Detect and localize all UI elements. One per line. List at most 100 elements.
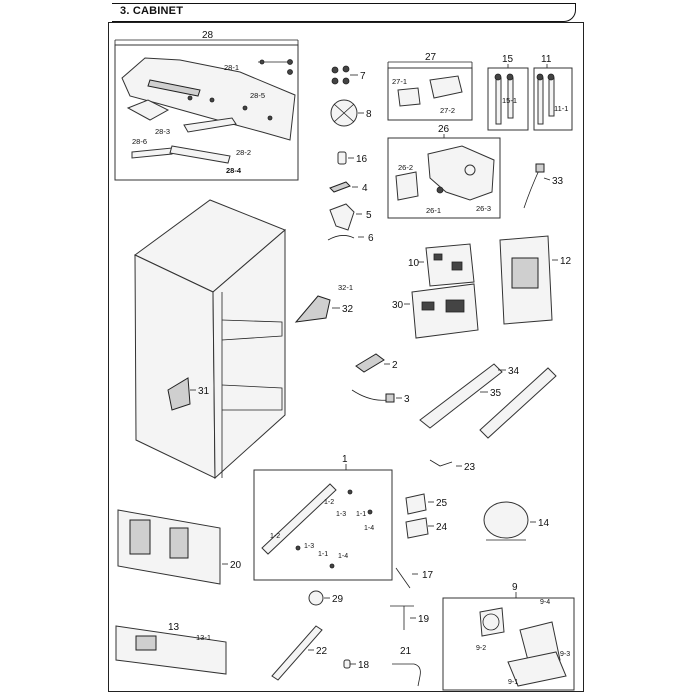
svg-text:31: 31 (198, 386, 210, 397)
svg-text:13: 13 (168, 622, 180, 633)
part-35-rail: 35 (479, 367, 557, 439)
svg-text:15-1: 15-1 (502, 96, 517, 105)
svg-text:19: 19 (418, 614, 430, 625)
svg-text:1-2: 1-2 (324, 499, 334, 506)
svg-text:5: 5 (366, 210, 372, 221)
svg-text:23: 23 (464, 462, 476, 473)
svg-text:30: 30 (392, 300, 404, 311)
part-23: 23 (429, 459, 476, 473)
part-group-15: 15 15-1 (487, 54, 529, 131)
part-6: 6 (327, 233, 374, 244)
svg-text:28-4: 28-4 (226, 166, 242, 175)
svg-text:1-4: 1-4 (364, 525, 374, 532)
part-21: 21 (392, 646, 421, 687)
svg-text:1: 1 (342, 454, 348, 465)
svg-text:27-1: 27-1 (392, 77, 407, 86)
part-34-rail: 34 (419, 363, 520, 429)
svg-text:12: 12 (560, 256, 572, 267)
part-17: 17 (395, 567, 434, 589)
svg-text:17: 17 (422, 570, 434, 581)
label-28: 28 (202, 30, 214, 41)
part-group-26: 26 26-2 26-1 26-3 (387, 124, 501, 219)
svg-text:4: 4 (362, 183, 368, 194)
svg-text:9-4: 9-4 (540, 599, 550, 606)
svg-text:26-2: 26-2 (398, 163, 413, 172)
svg-text:28-5: 28-5 (250, 91, 265, 100)
svg-text:26: 26 (438, 124, 450, 135)
svg-text:1-1: 1-1 (318, 551, 328, 558)
part-8-fan-cover: 8 (330, 99, 372, 127)
svg-text:6: 6 (368, 233, 374, 244)
part-24: 24 (405, 517, 448, 539)
svg-text:29: 29 (332, 594, 344, 605)
svg-text:26-1: 26-1 (426, 206, 441, 215)
refrigerator-cabinet (134, 199, 286, 480)
svg-text:11: 11 (541, 54, 552, 65)
part-18: 18 (343, 659, 370, 671)
svg-text:9: 9 (512, 582, 518, 593)
section-title: 3. CABINET (120, 5, 184, 17)
part-3: 3 (351, 389, 410, 405)
svg-text:34: 34 (508, 366, 520, 377)
svg-text:9-1: 9-1 (508, 679, 518, 686)
part-22: 22 (271, 625, 328, 681)
svg-text:24: 24 (436, 522, 448, 533)
part-group-9: 9 9-4 9-2 9-3 9-1 (442, 582, 575, 691)
svg-text:1-1: 1-1 (356, 511, 366, 518)
part-4: 4 (329, 181, 368, 194)
sub-labels-28: 28-1 28-5 28-3 28-2 28-6 28-4 (132, 63, 265, 175)
part-group-27: 27 27-1 27-2 (387, 52, 473, 121)
svg-text:11-1: 11-1 (554, 104, 568, 113)
section-header: 3. CABINET (112, 3, 576, 22)
part-group-1: 1 1-2 1-3 1-1 1-4 1-2 1-3 1-1 1-4 (253, 454, 393, 581)
svg-text:20: 20 (230, 560, 242, 571)
svg-text:16: 16 (356, 154, 368, 165)
part-7-screws: 7 (331, 65, 366, 85)
svg-text:1-3: 1-3 (336, 511, 346, 518)
svg-text:9-2: 9-2 (476, 645, 486, 652)
svg-text:28-3: 28-3 (155, 127, 170, 136)
svg-text:3: 3 (404, 394, 410, 405)
part-20-cover: 20 (117, 509, 242, 585)
part-25: 25 (405, 493, 448, 515)
part-5: 5 (329, 203, 372, 231)
diagram-frame (108, 22, 584, 692)
svg-text:35: 35 (490, 388, 502, 399)
part-32-hinge: 32-1 32 (294, 283, 354, 323)
part-2: 2 (355, 353, 398, 373)
svg-text:32: 32 (342, 304, 354, 315)
svg-text:32-1: 32-1 (338, 283, 353, 292)
svg-text:28-1: 28-1 (224, 63, 239, 72)
svg-text:22: 22 (316, 646, 328, 657)
svg-text:28-6: 28-6 (132, 137, 147, 146)
part-14-compressor: 14 (483, 501, 550, 541)
part-10-pcb: 10 (408, 243, 475, 287)
part-29: 29 (308, 590, 344, 606)
svg-text:1-2: 1-2 (270, 533, 280, 540)
svg-text:33: 33 (552, 176, 564, 187)
part-group-11: 11 11-1 (533, 54, 573, 131)
svg-text:14: 14 (538, 518, 550, 529)
svg-text:2: 2 (392, 360, 398, 371)
svg-text:7: 7 (360, 71, 366, 82)
svg-text:10: 10 (408, 258, 420, 269)
svg-text:21: 21 (400, 646, 412, 657)
part-group-28: 28 28-1 28-5 28-3 28-2 28-6 28-4 (114, 30, 299, 181)
svg-text:27: 27 (425, 52, 437, 63)
svg-text:15: 15 (502, 54, 514, 65)
svg-text:8: 8 (366, 109, 372, 120)
part-30-pcb: 30 (392, 283, 479, 339)
part-12-panel: 12 (499, 235, 572, 325)
svg-text:13-1: 13-1 (196, 633, 211, 642)
part-19: 19 (390, 605, 430, 630)
svg-text:26-3: 26-3 (476, 204, 491, 213)
part-31-hinge: 31 (167, 377, 210, 411)
svg-text:28-2: 28-2 (236, 148, 251, 157)
part-33-wire-harness: 33 (523, 163, 564, 209)
svg-text:9-3: 9-3 (560, 651, 570, 658)
part-13-panel: 13 13-1 (115, 622, 227, 675)
svg-text:25: 25 (436, 498, 448, 509)
svg-text:18: 18 (358, 660, 370, 671)
svg-text:1-4: 1-4 (338, 553, 348, 560)
